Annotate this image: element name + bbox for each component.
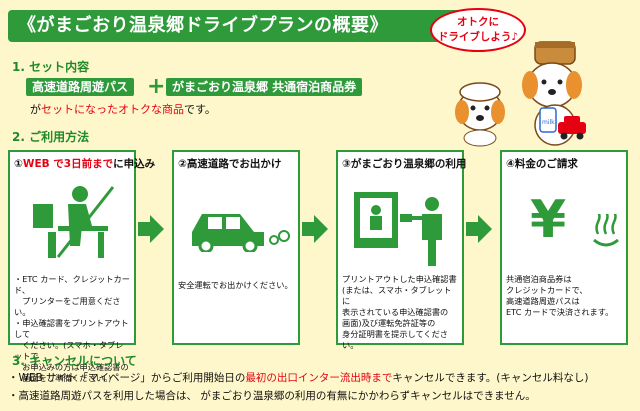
toy-car-icon [558, 116, 586, 140]
arrow-stem-3 [466, 222, 478, 236]
desc-highlight: セットになったオトクな商品 [41, 103, 184, 116]
reception-desk-icon [354, 192, 442, 266]
desc-suffix: です。 [184, 103, 216, 116]
cancel-rule-2: ・高速道路周遊パスを利用した場合は、 がまごおり温泉郷の利用の有無にかかわらずキ… [8, 390, 536, 402]
arrow-right-icon [150, 215, 164, 243]
plus-sign: + [147, 74, 166, 99]
mascot-illustration: milk [455, 41, 586, 147]
step-1-body: ・ETC カード、クレジットカード、 プリンターをご用意ください。 ・申込確認書… [14, 274, 130, 383]
arrow-right-icon [478, 215, 492, 243]
small-dog-icon [455, 82, 505, 147]
step-panel-4: ④料金のご請求 ¥ 共通宿泊商品券は クレジットカードで、 高速道路周遊パスは … [500, 150, 628, 345]
step-3-body: プリントアウトした申込確認書 (または、スマホ・タブレットに 表示されている申込… [342, 274, 457, 350]
step-2-body: 安全運転でお出かけください。 [178, 280, 293, 290]
hot-spring-icon [593, 214, 619, 247]
step-3-title: ③がまごおり温泉郷の利用 [342, 158, 467, 170]
step-1-title: ①WEB で3日前までに申込み [14, 158, 156, 170]
arrow-stem-2 [302, 222, 314, 236]
step-4-body: 共通宿泊商品券は クレジットカードで、 高速道路周遊パスは ETC カードで決済… [506, 274, 614, 317]
car-icon [192, 214, 290, 252]
milk-label: milk [542, 119, 555, 126]
bubble-line-1: オトクに [457, 16, 499, 28]
speech-bubble: オトクに ドライブしよう♪ [430, 8, 526, 52]
arrow-stem-1 [138, 222, 150, 236]
step-4-title: ④料金のご請求 [506, 158, 578, 170]
section-2-heading: 2. ご利用方法 [12, 130, 90, 144]
step-panel-1: ①WEB で3日前までに申込み ・ETC カード、クレジットカード、 プリンター… [8, 150, 155, 383]
desc-prefix: が [30, 103, 41, 116]
section-3-heading: 3. キャンセルについて [12, 354, 137, 368]
step-panel-2: ②高速道路でお出かけ 安全運転でお出かけください。 [172, 150, 300, 345]
cancel-rule-1: ・WEB サイト「マイページ」からご利用開始日の最初の出口インター流出時までキャ… [8, 372, 589, 384]
step-2-title: ②高速道路でお出かけ [178, 158, 282, 170]
bubble-line-2: ドライブしよう♪ [437, 31, 519, 43]
chip-expressway-pass: 高速道路周遊パス [26, 78, 135, 96]
chip-hotel-voucher: がまごおり温泉郷 共通宿泊商品券 [166, 78, 363, 96]
big-dog-icon: milk [522, 41, 582, 146]
step-panel-3: ③がまごおり温泉郷の利用 プリントアウトした申込確認書 (または、スマホ・タブレ… [336, 150, 467, 350]
arrow-right-icon [314, 215, 328, 243]
section-1-heading: 1. セット内容 [12, 60, 90, 74]
section-1-description: がセットになったオトクな商品です。 [30, 101, 216, 117]
yen-icon: ¥ [530, 190, 567, 250]
page-title: 《がまごおり温泉郷ドライブプランの概要》 [8, 10, 478, 42]
computer-user-icon [33, 186, 115, 258]
